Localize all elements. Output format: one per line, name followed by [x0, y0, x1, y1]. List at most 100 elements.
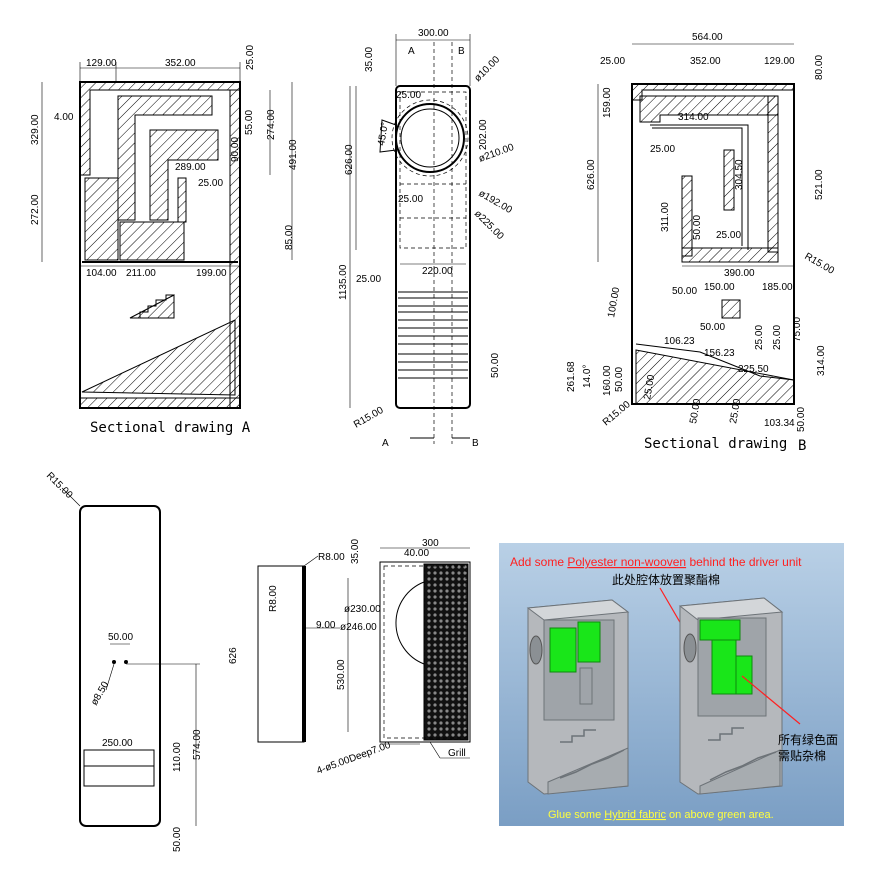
dim-grill-35: 35.00 [350, 539, 361, 564]
info-right-leader [741, 675, 801, 725]
dim-b-564: 564.00 [692, 32, 723, 43]
dim-front-o225: ø225.00 [472, 208, 506, 242]
info-right-chinese-1: 所有绿色面 [778, 732, 838, 747]
mark-a-bottom: A [382, 438, 389, 449]
back-view-outline [79, 505, 161, 827]
dim-a-199: 199.00 [196, 268, 227, 279]
front-view-outline [395, 85, 471, 409]
info-bottom-english: Glue some Hybrid fabric on above green a… [548, 809, 774, 821]
info-top-english: Add some Polyester non-wooven behind the… [510, 555, 802, 569]
grill-honeycomb [423, 563, 469, 741]
front-view: 300.00 35.00 A B 25.00 ø10.00 202.00 45.… [338, 28, 516, 449]
dim-back-110: 110.00 [172, 742, 183, 772]
green-area-right-1 [699, 619, 741, 641]
dim-a-25b: 25.00 [198, 178, 223, 189]
info-right-chinese-2: 需贴杂棉 [778, 749, 826, 763]
dim-b-100: 100.00 [606, 286, 622, 318]
dim-a-211: 211.00 [126, 268, 156, 279]
section-b-floor [681, 247, 779, 263]
dim-b-25f: 25.00 [642, 374, 657, 401]
dim-b-261: 261.68 [566, 361, 577, 392]
dim-grill-300: 300 [422, 538, 439, 549]
dim-a-85: 85.00 [284, 225, 295, 250]
dim-a-25: 25.00 [245, 45, 256, 70]
dim-b-50d: 50.00 [614, 367, 625, 392]
dim-grill-r8a: R8.00 [318, 552, 345, 563]
section-a-stair-wedge [81, 319, 236, 396]
dim-b-626: 626.00 [586, 159, 597, 190]
dim-b-150: 150.00 [704, 282, 735, 293]
section-b-stair-wedge [635, 349, 795, 405]
dim-b-25b: 25.00 [650, 144, 675, 155]
section-a-lower-block [119, 221, 185, 261]
section-a-bottom-wall [79, 397, 241, 409]
dim-b-129: 129.00 [764, 56, 795, 67]
dim-b-25: 25.00 [600, 56, 625, 67]
dim-b-25c: 25.00 [716, 230, 741, 241]
dim-b-50c: 50.00 [700, 322, 725, 333]
dim-b-25d: 25.00 [754, 325, 765, 350]
grill-views: 626 R8.00 R8.00 9.00 300 40.00 35.00 ø23… [228, 538, 471, 777]
dim-b-50: 50.00 [692, 215, 703, 240]
dim-a-352: 352.00 [165, 58, 196, 69]
dim-b-390: 390.00 [724, 268, 755, 279]
dim-b-160: 160.00 [602, 365, 613, 396]
back-view: R15.00 50.00 ø8.50 250.00 110.00 574.00 … [44, 470, 203, 852]
dim-front-25: 25.00 [396, 90, 421, 101]
dim-b-106: 106.23 [664, 336, 695, 347]
dim-front-202: 202.00 [478, 119, 489, 150]
dim-a-90: 90.00 [230, 137, 241, 162]
dim-front-35: 35.00 [364, 47, 375, 72]
dim-a-329: 329.00 [30, 114, 41, 145]
dim-b-156: 156.23 [704, 348, 735, 359]
dim-b-103: 103.34 [764, 418, 795, 429]
driver-cutout-outer [395, 103, 465, 173]
dim-b-521: 521.00 [814, 169, 825, 200]
section-a-stair-fill [129, 294, 175, 319]
dim-a-491: 491.00 [288, 139, 299, 170]
dim-back-r15: R15.00 [44, 470, 75, 501]
dim-b-r15b: R15.00 [601, 399, 633, 428]
dim-front-626: 626.00 [344, 144, 355, 175]
port-slots [398, 291, 468, 379]
dim-back-50b: 50.00 [172, 827, 183, 852]
dim-front-r15: R15.00 [352, 405, 386, 431]
dim-grill-530: 530.00 [336, 659, 347, 690]
dim-b-352: 352.00 [690, 56, 721, 67]
dim-front-1135: 1135.00 [338, 264, 349, 300]
dim-front-o10: ø10.00 [472, 54, 502, 84]
driver-mount-circle [391, 99, 469, 177]
section-a-middle-baffle [149, 129, 219, 221]
dim-front-25b: 25.00 [398, 194, 423, 205]
dim-b-314b: 314.00 [816, 345, 827, 376]
dim-b-25e: 25.00 [772, 325, 783, 350]
info-panel: Add some Polyester non-wooven behind the… [499, 543, 844, 826]
dim-front-220: 220.00 [422, 266, 453, 277]
dim-b-304: 304.50 [734, 159, 745, 190]
section-a-fin [177, 177, 187, 223]
dim-grill-o230: ø230.00 [344, 604, 381, 615]
dim-b-r15: R15.00 [803, 251, 837, 277]
section-b-top-wall [631, 83, 795, 101]
section-b-upper-baffle [639, 95, 779, 123]
dim-front-45deg: 45.0° [376, 121, 391, 146]
dim-a-289: 289.00 [175, 162, 206, 173]
grill-driver-arc [395, 581, 425, 665]
green-area-right-2 [711, 639, 737, 695]
dim-grill-626: 626 [228, 647, 239, 664]
dim-grill-holes: 4-ø5.00Deep7.00 [315, 740, 392, 777]
dim-b-25g: 25.00 [728, 398, 743, 425]
dim-a-129: 129.00 [86, 58, 117, 69]
green-area-left-2 [577, 621, 601, 663]
dim-a-104: 104.00 [86, 268, 117, 279]
dim-front-50: 50.00 [490, 353, 501, 378]
caption-sectional-a: Sectional drawing A [90, 420, 251, 436]
green-area-right-3 [735, 655, 753, 695]
dim-front-300: 300.00 [418, 28, 449, 39]
mark-b-bottom: B [472, 438, 479, 449]
dim-b-75: 75.00 [792, 317, 803, 342]
dim-a-4: 4.00 [54, 112, 74, 123]
sectional-drawing-b: 564.00 25.00 352.00 129.00 80.00 159.00 … [566, 32, 836, 454]
section-b-right-baffle [767, 95, 779, 253]
